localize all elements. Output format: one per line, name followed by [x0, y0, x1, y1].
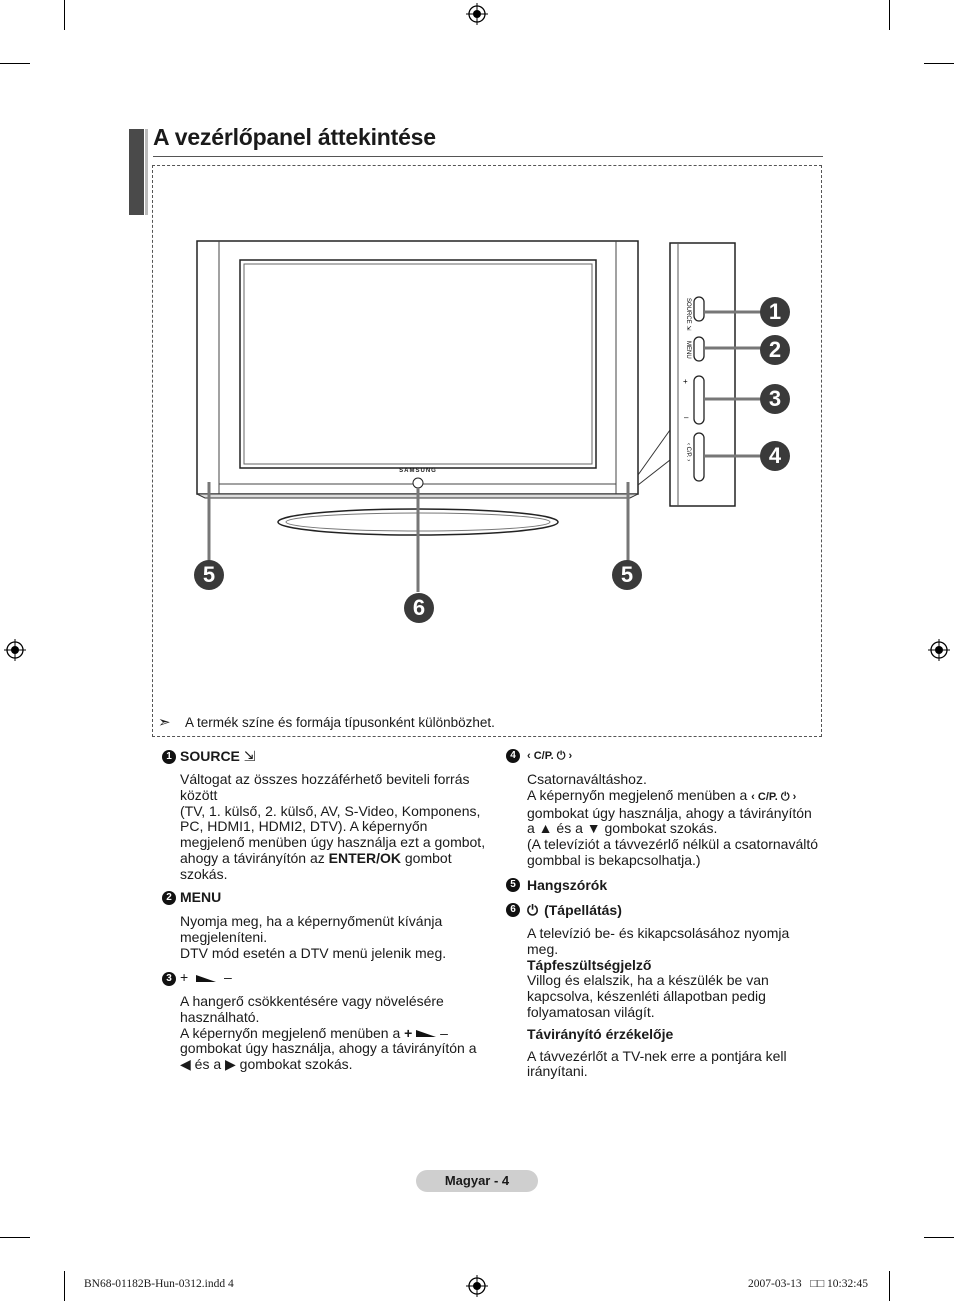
source-icon: ⇲ — [243, 748, 256, 764]
item-desc-power: A televízió be- és kikapcsolásához nyomj… — [527, 925, 827, 1080]
svg-text:–: – — [684, 413, 689, 422]
note-text: A termék színe és formája típusonként kü… — [185, 715, 495, 730]
sub-heading: Távirányító érzékelője — [527, 1025, 674, 1042]
item-title-text: SOURCE — [180, 748, 240, 764]
registration-mark-icon — [466, 1275, 488, 1297]
item-title-source: SOURCE ⇲ — [180, 748, 256, 765]
plus-label: + — [180, 969, 189, 985]
slug-left: BN68-01182B-Hun-0312.indd 4 — [84, 1278, 234, 1290]
svg-text:‹ C/P. ›: ‹ C/P. › — [685, 443, 691, 461]
desc-line: ◀ és a ▶ gombokat szokás. — [180, 1056, 353, 1073]
desc-text: gombot — [401, 849, 452, 866]
brand-logo: SAMSUNG — [399, 468, 437, 474]
desc-line: irányítani. — [527, 1063, 588, 1080]
item-number: 6 — [506, 903, 520, 917]
desc-line: használható. — [180, 1008, 260, 1025]
slug-right: 2007-03-13 □□ 10:32:45 — [748, 1278, 868, 1290]
item-number: 1 — [162, 750, 176, 764]
item-number: 2 — [162, 891, 176, 905]
tv-diagram: SOURCE ⇲ MENU + – ‹ C/P. › — [196, 240, 765, 592]
svg-text:+: + — [683, 377, 688, 386]
item-number: 3 — [162, 972, 176, 986]
crop-mark — [0, 1237, 30, 1238]
item-number: 5 — [506, 878, 520, 892]
desc-line: A képernyőn megjelenő menüben a ‹ C/P. ⏻… — [527, 786, 827, 806]
callout-6: 6 — [404, 593, 434, 623]
desc-line: meg. — [527, 940, 559, 957]
power-icon: ⏻ — [527, 902, 539, 918]
desc-line: között — [180, 786, 218, 803]
crop-mark — [924, 1237, 954, 1238]
desc-line: PC, HDMI1, HDMI2, DTV). A képernyőn — [180, 818, 428, 835]
registration-mark-icon — [466, 3, 488, 25]
item-title-text: (Tápellátás) — [544, 902, 622, 918]
callout-2: 2 — [760, 335, 790, 365]
desc-line: gombokat úgy használja, ahogy a távirány… — [180, 1040, 477, 1057]
desc-line: Csatornaváltáshoz. — [527, 771, 647, 787]
desc-text: ahogy a távirányítón az — [180, 849, 329, 866]
title-side-bar — [145, 129, 148, 215]
desc-line: gombokat úgy használja, ahogy a távirány… — [527, 804, 812, 821]
svg-text:MENU: MENU — [685, 341, 691, 359]
desc-line: DTV mód esetén a DTV menü jelenik meg. — [180, 944, 447, 961]
page-title: A vezérlőpanel áttekintése — [153, 124, 436, 150]
crop-mark — [64, 1271, 65, 1301]
item-desc-source: Váltogat az összes hozzáférhető beviteli… — [180, 771, 500, 883]
callout-4: 4 — [760, 441, 790, 471]
callout-5-right: 5 — [612, 560, 642, 590]
desc-line: megjeleníteni. — [180, 928, 268, 945]
registration-mark-icon — [4, 639, 26, 661]
desc-line: (TV, 1. külső, 2. külső, AV, S-Video, Ko… — [180, 802, 481, 819]
desc-line: Váltogat az összes hozzáférhető beviteli… — [180, 771, 470, 787]
desc-line: gombbal is bekapcsolhatja.) — [527, 851, 701, 868]
desc-line: ahogy a távirányítón az ENTER/OK gombot — [180, 849, 500, 867]
item-title-speakers: Hangszórók — [527, 877, 608, 893]
desc-line: szokás. — [180, 865, 228, 882]
callout-3: 3 — [760, 384, 790, 414]
desc-line: folyamatosan világít. — [527, 1003, 655, 1020]
svg-text:SOURCE ⇲: SOURCE ⇲ — [685, 298, 692, 330]
crop-mark — [64, 0, 65, 30]
minus-label: – — [223, 969, 232, 985]
desc-line: a ▲ és a ▼ gombokat szokás. — [527, 820, 718, 837]
item-desc-menu: Nyomja meg, ha a képernyőmenüt kívánja m… — [180, 913, 500, 961]
item-title-menu: MENU — [180, 889, 222, 905]
diagram-frame — [152, 165, 822, 737]
title-rule — [153, 156, 823, 157]
item-title-volume: + – — [180, 969, 232, 985]
crop-mark — [889, 1271, 890, 1301]
desc-line: Villog és elalszik, ha a készülék be van — [527, 972, 769, 989]
desc-line: Nyomja meg, ha a képernyőmenüt kívánja — [180, 913, 443, 929]
desc-line: kapcsolva, készenléti állapotban pedig — [527, 988, 766, 1005]
callout-5-left: 5 — [194, 560, 224, 590]
desc-line: A távvezérlőt a TV-nek erre a pontjára k… — [527, 1047, 787, 1064]
item-number: 4 — [506, 749, 520, 763]
item-title-power: ⏻ (Tápellátás) — [527, 902, 622, 919]
crop-mark — [889, 0, 890, 30]
desc-line: A képernyőn megjelenő menüben a + – — [180, 1024, 448, 1041]
desc-line: A hangerő csökkentésére vagy növelésére — [180, 993, 444, 1009]
sub-heading: Tápfeszültségjelző — [527, 956, 652, 973]
callout-1: 1 — [760, 297, 790, 327]
desc-bold: ‹ C/P. ⏻ › — [751, 790, 797, 803]
desc-line: A televízió be- és kikapcsolásához nyomj… — [527, 925, 790, 941]
desc-text: A képernyőn megjelenő menüben a — [180, 1024, 401, 1041]
desc-line: (A televíziót a távvezérlő nélkül a csat… — [527, 836, 819, 853]
note-arrow-icon: ➣ — [158, 714, 171, 731]
desc-line: megjelenő menüben úgy használja ezt a go… — [180, 834, 486, 851]
page-number-badge: Magyar - 4 — [416, 1170, 538, 1192]
item-title-channel: ‹ C/P. ⏻ › — [527, 750, 573, 762]
crop-mark — [924, 63, 954, 64]
item-desc-volume: A hangerő csökkentésére vagy növelésére … — [180, 993, 500, 1073]
title-side-bar — [129, 129, 144, 215]
volume-wedge-icon — [416, 1030, 437, 1038]
crop-mark — [0, 63, 30, 64]
desc-bold: ENTER/OK — [328, 849, 401, 866]
registration-mark-icon — [928, 639, 950, 661]
desc-text: A képernyőn megjelenő menüben a — [527, 786, 752, 803]
volume-wedge-icon — [196, 974, 217, 982]
item-desc-channel: Csatornaváltáshoz. A képernyőn megjelenő… — [527, 771, 827, 869]
